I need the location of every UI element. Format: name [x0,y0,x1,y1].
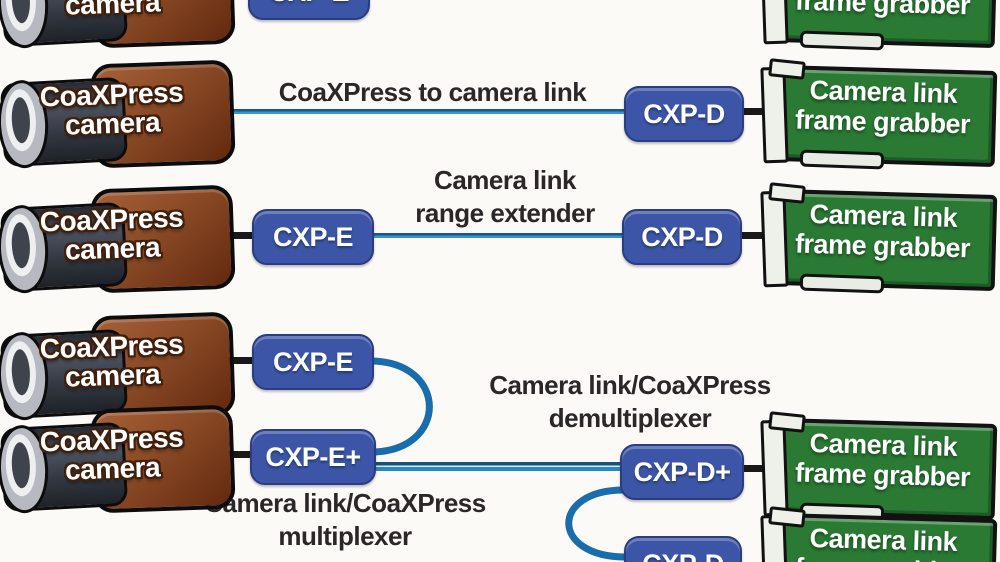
frame-grabber-card-row6: Camera link frame grabber [760,506,998,562]
camera-label: CoaXPress camera [13,202,211,267]
annotation-coaxpress-to-camera-link: CoaXPress to camera link [245,76,620,109]
demux-loop-cable [565,486,630,561]
camera-label: CoaXPress camera [13,77,211,142]
converter-cxp-d-row2: CXP-D [624,86,744,142]
converter-label: CXP-E [272,221,354,252]
converter-cxp-e-row1: CXP-E [248,0,370,20]
converter-cxp-d-plus-row5: CXP-D+ [620,444,744,500]
camera-link-stub [736,232,770,239]
coaxpress-camera-row4: CoaXPress camera [0,311,236,422]
converter-label: CXP-E [272,346,354,377]
converter-label: CXP-D [643,98,725,129]
annotation-line2: range extender [415,198,595,228]
annotation-multiplexer: Camera link/CoaXPress multiplexer [175,487,515,553]
annotation-text: CoaXPress to camera link [278,77,587,107]
converter-label: CXP-D+ [633,456,731,487]
frame-grabber-label-line2: frame grabber [794,104,971,140]
converter-label: CXP-E [269,0,350,8]
annotation-line1: Camera link/CoaXPress [204,488,486,518]
card-connector-fingers [799,30,885,51]
converter-cxp-e-plus-row5: CXP-E+ [250,429,376,485]
annotation-demultiplexer: Camera link/CoaXPress demultiplexer [462,369,798,435]
coax-cable-mux [368,462,624,471]
converter-cxp-d-row6: CXP-D [624,536,742,562]
coax-cable-row2 [220,109,628,114]
camera-link-stub [215,451,258,458]
annotation-line1: Camera link [434,165,576,195]
camera-link-stub [215,357,260,364]
frame-grabber-label: Camera link frame grabber [775,522,991,562]
camera-link-stub [738,465,770,472]
frame-grabber-card-row1: Camera link frame grabber [760,0,998,51]
coaxpress-camera-row5: CoaXPress camera [0,404,236,515]
converter-label: CXP-D [641,221,723,252]
frame-grabber-label: Camera link frame grabber [775,198,991,264]
annotation-line2: demultiplexer [548,403,712,433]
frame-grabber-card-row3: Camera link frame grabber [760,182,998,294]
converter-cxp-e-row3: CXP-E [252,209,374,265]
card-connector-fingers [799,273,885,294]
camera-link-stub [738,108,770,115]
camera-label: CoaXPress camera [13,329,211,394]
coaxpress-camera-row2: CoaXPress camera [0,59,236,170]
coaxpress-camera-row1: CoaXPress camera [0,0,236,50]
annotation-range-extender: Camera link range extender [385,164,625,230]
frame-grabber-label: Camera link frame grabber [775,74,991,140]
converter-cxp-d-row3: CXP-D [622,209,742,265]
converter-label: CXP-D [642,549,724,562]
camera-label: CoaXPress camera [13,422,211,487]
converter-cxp-e-row4: CXP-E [252,334,374,390]
annotation-line1: Camera link/CoaXPress [489,370,771,400]
mux-loop-cable [366,357,433,456]
coax-cable-row3 [365,233,627,238]
coaxpress-camera-row3: CoaXPress camera [0,184,236,295]
frame-grabber-card-row2: Camera link frame grabber [760,58,998,170]
converter-label: CXP-E+ [265,441,361,472]
frame-grabber-label: Camera link frame grabber [775,427,991,493]
frame-grabber-label-line2: frame grabber [794,457,971,493]
camera-link-stub [215,232,260,239]
card-connector-fingers [799,149,885,170]
annotation-line2: multiplexer [278,521,412,551]
frame-grabber-label-line2: frame grabber [794,228,971,264]
